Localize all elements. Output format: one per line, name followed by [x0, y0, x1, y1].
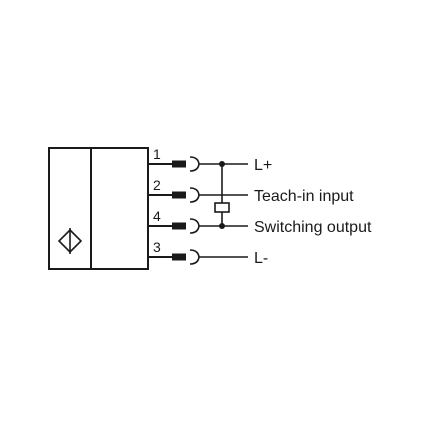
pin-label: L-: [254, 250, 268, 267]
pin-number: 1: [153, 146, 161, 162]
pin-row: 1L+: [148, 146, 272, 174]
diamond-sensor-icon: [57, 228, 83, 254]
pin-label: Teach-in input: [254, 188, 354, 205]
sensor-housing: [48, 147, 149, 270]
plug-icon: [172, 191, 186, 199]
pin-number: 2: [153, 177, 161, 193]
pin-number: 4: [153, 208, 161, 224]
junction-dot-bottom: [219, 223, 225, 229]
socket-icon: [189, 187, 200, 203]
junction-dot-top: [219, 161, 225, 167]
plug-icon: [172, 253, 186, 261]
pin-label: Switching output: [254, 219, 372, 236]
socket-icon: [189, 218, 200, 234]
socket-icon: [189, 249, 200, 265]
plug-icon: [172, 160, 186, 168]
socket-icon: [189, 156, 200, 172]
pin-label: L+: [254, 157, 272, 174]
load-resistor-icon: [214, 202, 230, 213]
plug-icon: [172, 222, 186, 230]
pin-row: 3L-: [148, 239, 268, 267]
pin-number: 3: [153, 239, 161, 255]
load-branch: [214, 161, 230, 229]
